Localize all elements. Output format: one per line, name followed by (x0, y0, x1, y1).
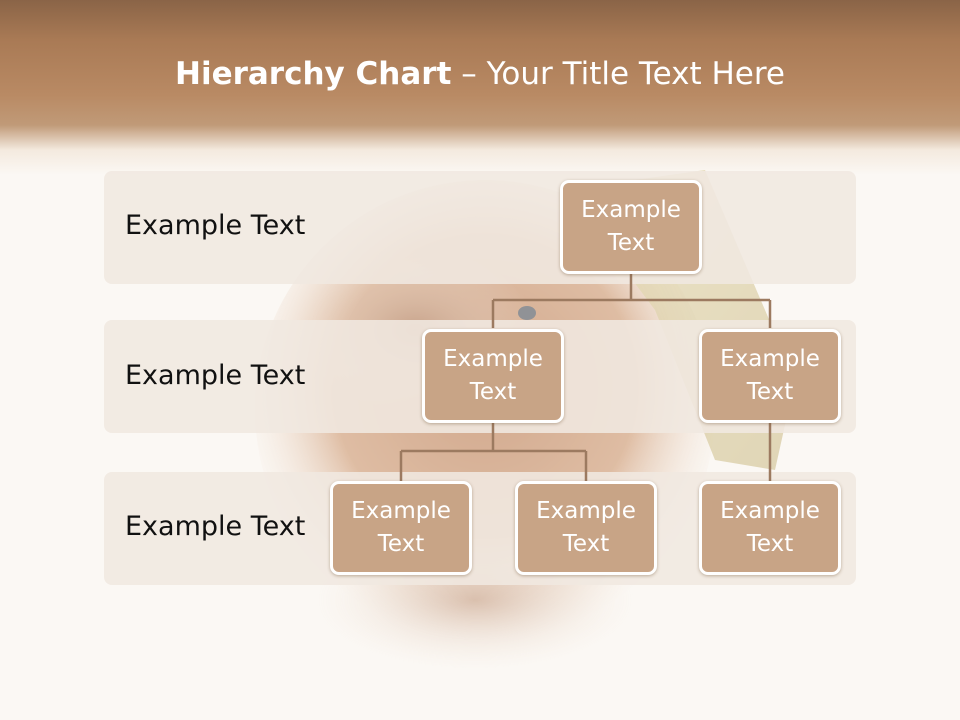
connector-left-to-level3 (399, 423, 588, 481)
node-level3-middle[interactable]: Example Text (515, 481, 657, 575)
level-label-1: Example Text (125, 210, 306, 241)
header-band (0, 0, 960, 175)
level-label-3: Example Text (125, 511, 306, 542)
node-root[interactable]: Example Text (560, 180, 702, 274)
connector-root-to-level2 (491, 274, 772, 328)
node-level3-right[interactable]: Example Text (699, 481, 841, 575)
level-label-2: Example Text (125, 360, 306, 391)
level-band-1 (104, 171, 856, 284)
node-level3-left[interactable]: Example Text (330, 481, 472, 575)
slide-title: Hierarchy Chart – Your Title Text Here (0, 56, 960, 92)
title-bold: Hierarchy Chart (175, 56, 452, 92)
node-level2-right[interactable]: Example Text (699, 329, 841, 423)
title-rest: – Your Title Text Here (451, 56, 785, 92)
node-level2-left[interactable]: Example Text (422, 329, 564, 423)
